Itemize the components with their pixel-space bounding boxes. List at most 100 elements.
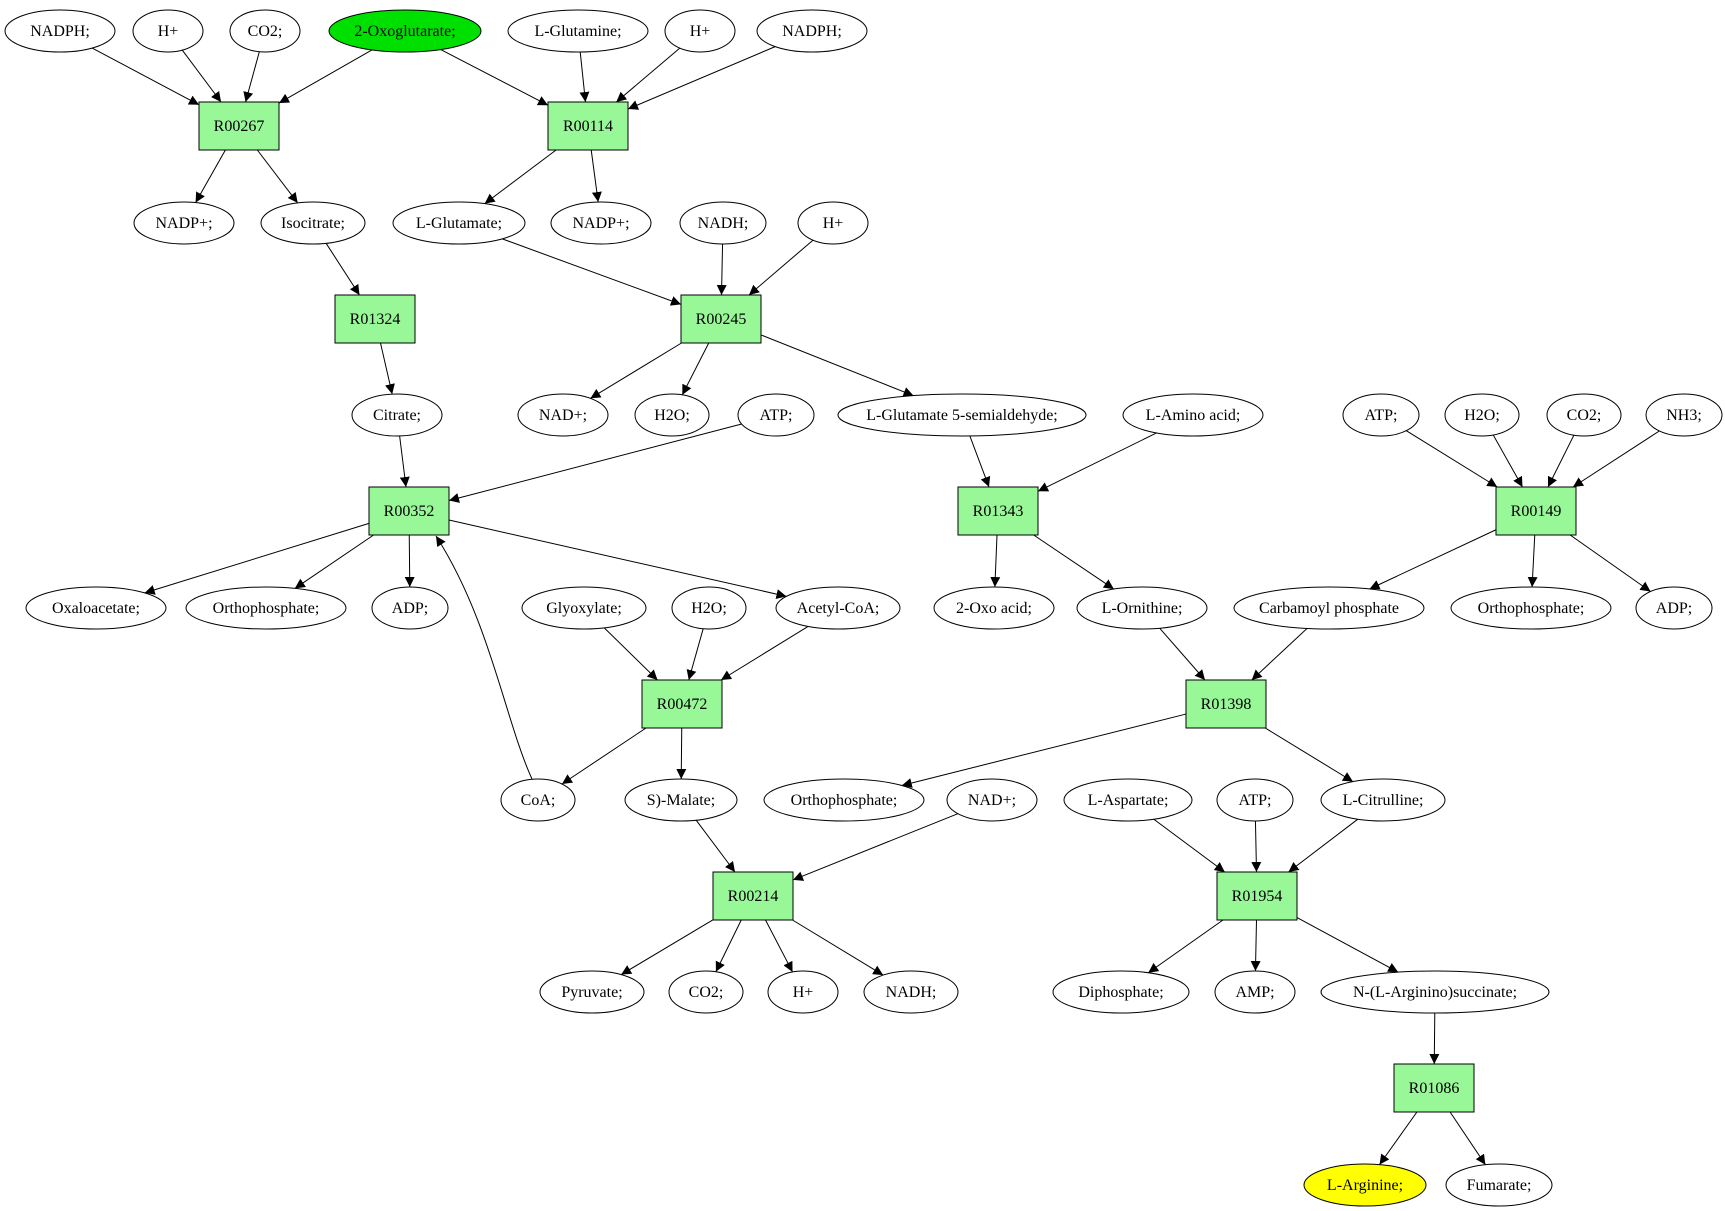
- metabolite-node-orthophosphate1: Orthophosphate;: [185, 586, 347, 630]
- metabolite-node-hplus3: H+: [797, 201, 869, 245]
- edge-m_nadplus2-to-r_R00214: [792, 813, 959, 881]
- node-label: R00267: [214, 118, 265, 135]
- metabolite-ellipse: [392, 201, 526, 245]
- metabolite-ellipse: [1342, 393, 1420, 437]
- edge-m_laspartate-to-r_R01954: [1153, 818, 1226, 873]
- reaction-box: [641, 679, 723, 729]
- node-label: NAD+;: [539, 407, 587, 424]
- edge-m_atp1-to-r_R00352: [448, 423, 742, 503]
- edge-m_coa-to-r_R00352: [435, 535, 533, 780]
- node-label: R00214: [728, 888, 779, 905]
- edge-r_R01324-to-m_citrate: [380, 342, 395, 395]
- edge-m_oxoglutarate-to-r_R00114: [440, 49, 549, 106]
- node-label: NADH;: [698, 215, 749, 232]
- reaction-box: [712, 871, 794, 921]
- node-label: NH3;: [1666, 407, 1702, 424]
- metabolite-node-nadh1: NADH;: [679, 201, 767, 245]
- metabolite-ellipse: [500, 778, 576, 822]
- metabolite-node-nadpplus1: NADP+;: [133, 201, 235, 245]
- node-label: CoA;: [521, 792, 556, 809]
- reaction-box: [1393, 1063, 1475, 1113]
- edge-m_oxoglutarate-to-r_R00267: [278, 49, 373, 104]
- metabolite-node-pyruvate: Pyruvate;: [539, 970, 645, 1014]
- metabolite-ellipse: [351, 393, 443, 437]
- metabolite-ellipse: [517, 393, 609, 437]
- metabolite-ellipse: [1063, 778, 1193, 822]
- edge-r_R01398-to-m_lcitrulline: [1264, 727, 1354, 783]
- edge-m_nh3-to-r_R00149: [1572, 430, 1660, 488]
- metabolite-node-h2o_2: H2O;: [1444, 393, 1520, 437]
- metabolite-node-orthophosphate2: Orthophosphate;: [1450, 586, 1612, 630]
- node-label: Pyruvate;: [561, 984, 622, 1001]
- metabolite-ellipse: [132, 9, 204, 53]
- node-label: R01086: [1409, 1080, 1460, 1097]
- reaction-box: [1216, 871, 1298, 921]
- edges-layer: [91, 46, 1660, 1165]
- metabolite-node-atp2: ATP;: [1342, 393, 1420, 437]
- node-label: 2-Oxoglutarate;: [354, 23, 455, 40]
- node-label: L-Aspartate;: [1088, 792, 1169, 809]
- metabolite-ellipse: [737, 393, 815, 437]
- node-label: Isocitrate;: [281, 215, 345, 232]
- metabolite-ellipse: [1303, 1163, 1427, 1207]
- reaction-box: [368, 486, 450, 536]
- node-label: R00114: [563, 118, 613, 135]
- metabolite-ellipse: [1546, 393, 1622, 437]
- metabolite-ellipse: [1320, 970, 1550, 1014]
- node-label: R01954: [1232, 888, 1283, 905]
- edge-m_lglutamate-to-r_R00245: [502, 238, 682, 306]
- metabolite-ellipse: [946, 778, 1038, 822]
- edge-r_R00214-to-m_nadh2: [792, 919, 884, 976]
- edge-r_R00245-to-m_h2o_1: [681, 342, 710, 396]
- edge-m_co2_2-to-r_R00149: [1547, 434, 1575, 488]
- edge-m_acetylcoa-to-r_R00472: [720, 625, 809, 681]
- node-label: ATP;: [760, 407, 793, 424]
- metabolite-ellipse: [671, 586, 747, 630]
- metabolite-node-orthophosphate3: Orthophosphate;: [763, 778, 925, 822]
- reaction-box: [957, 486, 1039, 536]
- nodes-layer: NADPH;H+CO2;2-Oxoglutarate;L-Glutamine;H…: [4, 9, 1723, 1207]
- node-label: H+: [793, 984, 814, 1001]
- metabolite-node-nadplus1: NAD+;: [517, 393, 609, 437]
- edge-m_nadph1-to-r_R00267: [91, 47, 200, 106]
- metabolite-ellipse: [1216, 778, 1294, 822]
- metabolite-ellipse: [1320, 778, 1446, 822]
- node-label: L-Glutamate;: [416, 215, 502, 232]
- node-label: CO2;: [689, 984, 724, 1001]
- metabolite-node-nh3: NH3;: [1645, 393, 1723, 437]
- edge-m_hplus1-to-r_R00267: [181, 49, 222, 103]
- metabolite-ellipse: [1076, 586, 1208, 630]
- metabolite-node-carbamoyl: Carbamoyl phosphate: [1233, 586, 1425, 630]
- reaction-box: [198, 101, 280, 151]
- edge-r_R00149-to-m_orthophosphate2: [1527, 534, 1538, 588]
- node-label: S)-Malate;: [647, 792, 715, 809]
- edge-m_co2_1-to-r_R00267: [243, 51, 260, 103]
- reaction-node-r00472: R00472: [641, 679, 723, 729]
- metabolite-node-smalate: S)-Malate;: [624, 778, 738, 822]
- node-label: ADP;: [392, 600, 428, 617]
- edge-m_lornithine-to-r_R01398: [1159, 627, 1206, 681]
- reaction-node-r00267: R00267: [198, 101, 280, 151]
- reaction-node-r00114: R00114: [547, 101, 629, 151]
- metabolite-ellipse: [133, 201, 235, 245]
- edge-r_R00245-to-m_glu_semialdehyde: [760, 334, 914, 397]
- node-label: 2-Oxo acid;: [956, 600, 1032, 617]
- edge-r_R01954-to-m_argsuccinate: [1296, 917, 1399, 973]
- metabolite-ellipse: [1450, 586, 1612, 630]
- node-label: ATP;: [1239, 792, 1272, 809]
- node-label: R00149: [1511, 503, 1562, 520]
- reaction-node-r01086: R01086: [1393, 1063, 1475, 1113]
- metabolite-ellipse: [1214, 970, 1296, 1014]
- metabolite-ellipse: [863, 970, 959, 1014]
- metabolite-node-nadh2: NADH;: [863, 970, 959, 1014]
- metabolite-node-oxoacid: 2-Oxo acid;: [933, 586, 1055, 630]
- metabolite-node-co2_1: CO2;: [229, 9, 301, 53]
- metabolite-ellipse: [4, 9, 116, 53]
- edge-m_lamino-to-r_R01343: [1037, 432, 1157, 492]
- metabolite-ellipse: [521, 586, 647, 630]
- metabolite-ellipse: [539, 970, 645, 1014]
- edge-m_h2o_2-to-r_R00149: [1492, 434, 1523, 488]
- metabolite-node-lglutamate: L-Glutamate;: [392, 201, 526, 245]
- edge-r_R01954-to-m_amp: [1250, 919, 1261, 972]
